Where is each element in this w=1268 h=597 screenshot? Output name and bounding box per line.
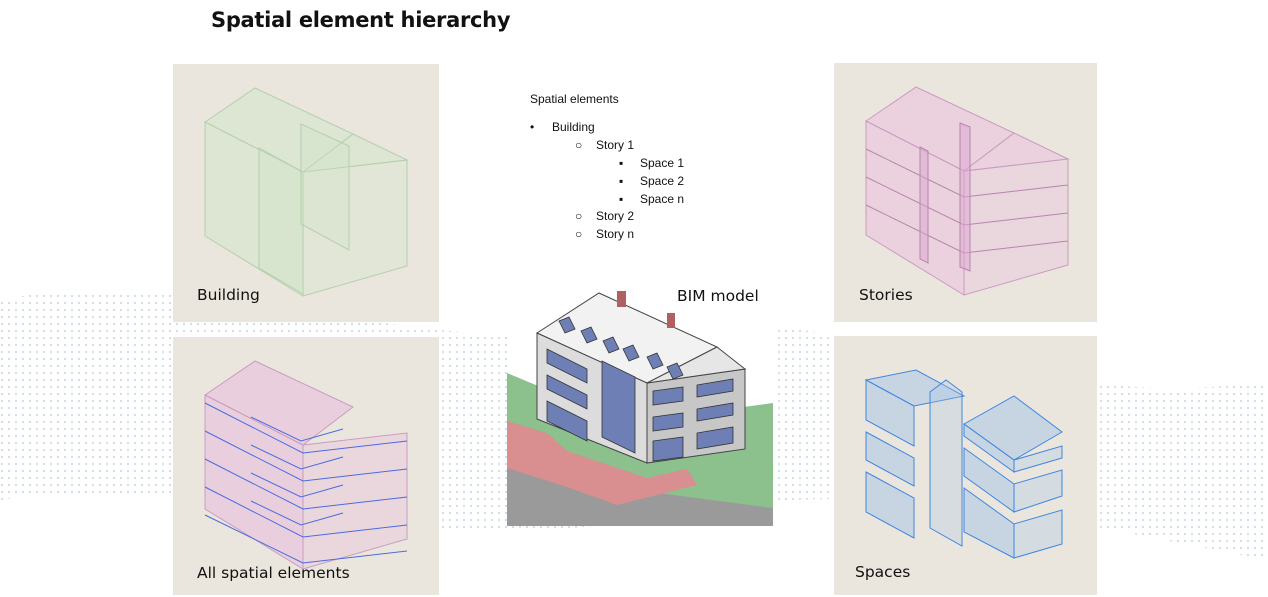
building-massing-graphic bbox=[204, 87, 409, 297]
list-item-building: Building bbox=[552, 120, 595, 134]
spaces-panel: Spaces bbox=[834, 336, 1097, 595]
spaces-label: Spaces bbox=[855, 563, 911, 581]
list-bullet: • bbox=[530, 120, 535, 134]
list-bullet: ○ bbox=[575, 209, 583, 223]
list-item-space-n: Space n bbox=[640, 192, 685, 206]
stories-panel: Stories bbox=[834, 63, 1097, 322]
list-item-story-2: Story 2 bbox=[596, 209, 635, 223]
stories-label: Stories bbox=[859, 286, 913, 304]
bim-model-panel: BIM model bbox=[507, 273, 773, 526]
building-panel: Building bbox=[173, 64, 439, 322]
list-heading: Spatial elements bbox=[530, 92, 619, 106]
stories-massing-graphic bbox=[865, 86, 1070, 296]
all-spatial-elements-graphic bbox=[204, 360, 408, 570]
spaces-graphic bbox=[864, 369, 1063, 559]
list-item-story-n: Story n bbox=[596, 227, 635, 241]
list-item-space-1: Space 1 bbox=[640, 156, 685, 170]
bim-model-label: BIM model bbox=[677, 287, 759, 305]
list-item-space-2: Space 2 bbox=[640, 174, 685, 188]
bim-model-illustration bbox=[507, 291, 773, 526]
list-bullet: ○ bbox=[575, 227, 583, 241]
list-bullet: ▪ bbox=[619, 174, 624, 188]
page-title: Spatial element hierarchy bbox=[211, 8, 511, 32]
list-item-story-1: Story 1 bbox=[596, 138, 635, 152]
all-spatial-elements-label: All spatial elements bbox=[197, 564, 350, 582]
list-bullet: ▪ bbox=[619, 156, 624, 170]
spatial-hierarchy-list: Spatial elements • Building ○ Story 1 ▪ … bbox=[530, 92, 810, 252]
list-bullet: ▪ bbox=[619, 192, 624, 206]
all-spatial-elements-panel: All spatial elements bbox=[173, 337, 439, 595]
building-label: Building bbox=[197, 286, 260, 304]
list-bullet: ○ bbox=[575, 138, 583, 152]
